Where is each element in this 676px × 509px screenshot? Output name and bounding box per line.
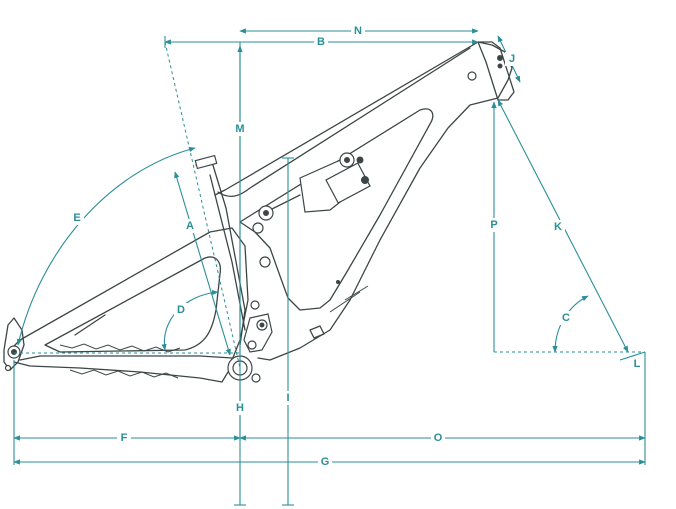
chain-stay: [13, 355, 233, 383]
label-k: K: [554, 221, 562, 233]
headset-bolt-2: [497, 63, 503, 69]
dimension-lines: [13, 28, 646, 506]
headset-bolt: [497, 55, 503, 61]
seat-tube: [195, 161, 246, 346]
dimension-labels: B N M A E D H I P K C J L F O G: [70, 24, 644, 469]
label-g: G: [321, 456, 330, 468]
label-h: H: [236, 402, 244, 414]
dropout-bolt: [4, 364, 12, 372]
down-tube-detail: [329, 285, 369, 313]
cable-guide: [309, 325, 325, 339]
seat-collar: [194, 154, 218, 170]
head-tube: [477, 41, 515, 101]
label-i: I: [286, 392, 289, 404]
bb-pivot: [251, 373, 261, 383]
label-d: D: [177, 304, 185, 316]
cable-port: [467, 71, 477, 81]
rear-triangle-inner: [44, 256, 222, 353]
dimension-l-line: [619, 351, 646, 361]
chain-stay-ribs: [59, 343, 181, 379]
top-tube: [214, 41, 513, 361]
label-p: P: [490, 219, 497, 231]
label-a: A: [186, 220, 194, 232]
label-n: N: [354, 25, 362, 37]
rear-triangle-slot: [74, 314, 106, 336]
link-pivot-mid: [259, 256, 271, 268]
bottle-bolt: [336, 280, 340, 284]
seat-angle-line: [164, 41, 241, 369]
label-m: M: [235, 123, 244, 135]
link-pivot-lower: [250, 300, 260, 310]
dimension-e-arc: [16, 146, 196, 346]
rear-axle-center: [11, 349, 17, 355]
label-j: J: [509, 53, 515, 65]
label-b: B: [317, 36, 325, 48]
main-triangle-inner: [239, 108, 434, 311]
lower-link: [243, 313, 273, 353]
link-pivot-upper: [252, 222, 264, 234]
label-o: O: [434, 432, 443, 444]
label-l: L: [634, 358, 641, 370]
label-e: E: [73, 212, 80, 224]
label-f: F: [121, 432, 128, 444]
label-c: C: [562, 312, 570, 324]
dimension-a-line: [174, 171, 231, 356]
dimension-d-arc: [161, 289, 219, 351]
rear-shock: [258, 152, 371, 221]
